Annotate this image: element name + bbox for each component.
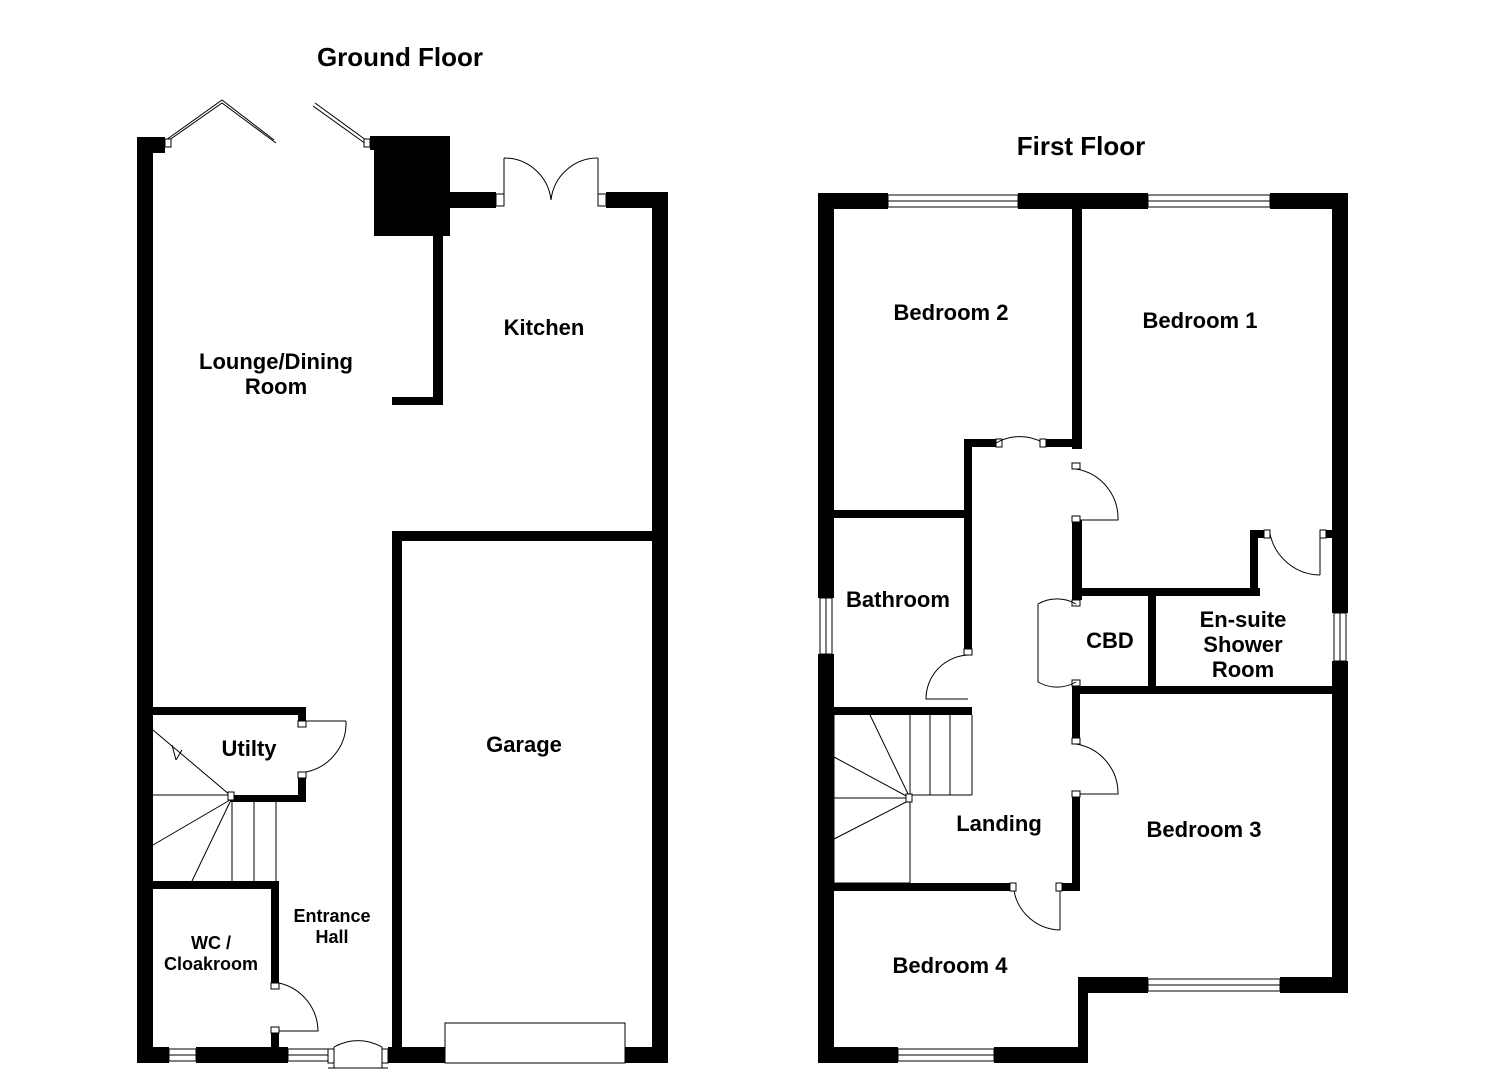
ground-floor-walls [137,136,668,1063]
first-floor-labels: Bedroom 2 Bedroom 1 Bathroom CBD En-suit… [846,300,1286,978]
bedroom-3-label: Bedroom 3 [1147,817,1262,842]
entrance-hall-label-line1: Entrance [293,906,370,926]
kitchen-label: Kitchen [504,315,585,340]
first-floor-plan: First Floor [818,131,1348,1063]
ground-floor-windows [168,1022,626,1064]
lounge-label-line2: Room [245,374,307,399]
ground-floor-labels: Lounge/Dining Room Kitchen Utilty Garage… [164,315,584,974]
ensuite-label-line2: Shower [1203,632,1283,657]
garage-label: Garage [486,732,562,757]
landing-label: Landing [956,811,1042,836]
utility-label: Utilty [222,736,278,761]
bedroom-1-label: Bedroom 1 [1143,308,1258,333]
first-floor-doors [925,436,1327,931]
entrance-hall-label-line2: Hall [315,927,348,947]
ensuite-label-line3: Room [1212,657,1274,682]
first-floor-stairs [833,714,973,884]
first-floor-title: First Floor [1017,131,1146,161]
bedroom-2-label: Bedroom 2 [894,300,1009,325]
lounge-label-line1: Lounge/Dining [199,349,353,374]
ground-floor-title: Ground Floor [317,42,483,72]
ground-floor-stairs [152,729,277,882]
bedroom-4-label: Bedroom 4 [893,953,1009,978]
ground-floor-plan: Ground Floor [137,42,668,1069]
cbd-label: CBD [1086,628,1134,653]
first-floor-windows [819,194,1347,1062]
ground-floor-doors [164,99,607,1069]
ensuite-label-line1: En-suite [1200,607,1287,632]
wc-label-line2: Cloakroom [164,954,258,974]
first-floor-walls [818,193,1348,1063]
bathroom-label: Bathroom [846,587,950,612]
wc-label-line1: WC / [191,933,231,953]
